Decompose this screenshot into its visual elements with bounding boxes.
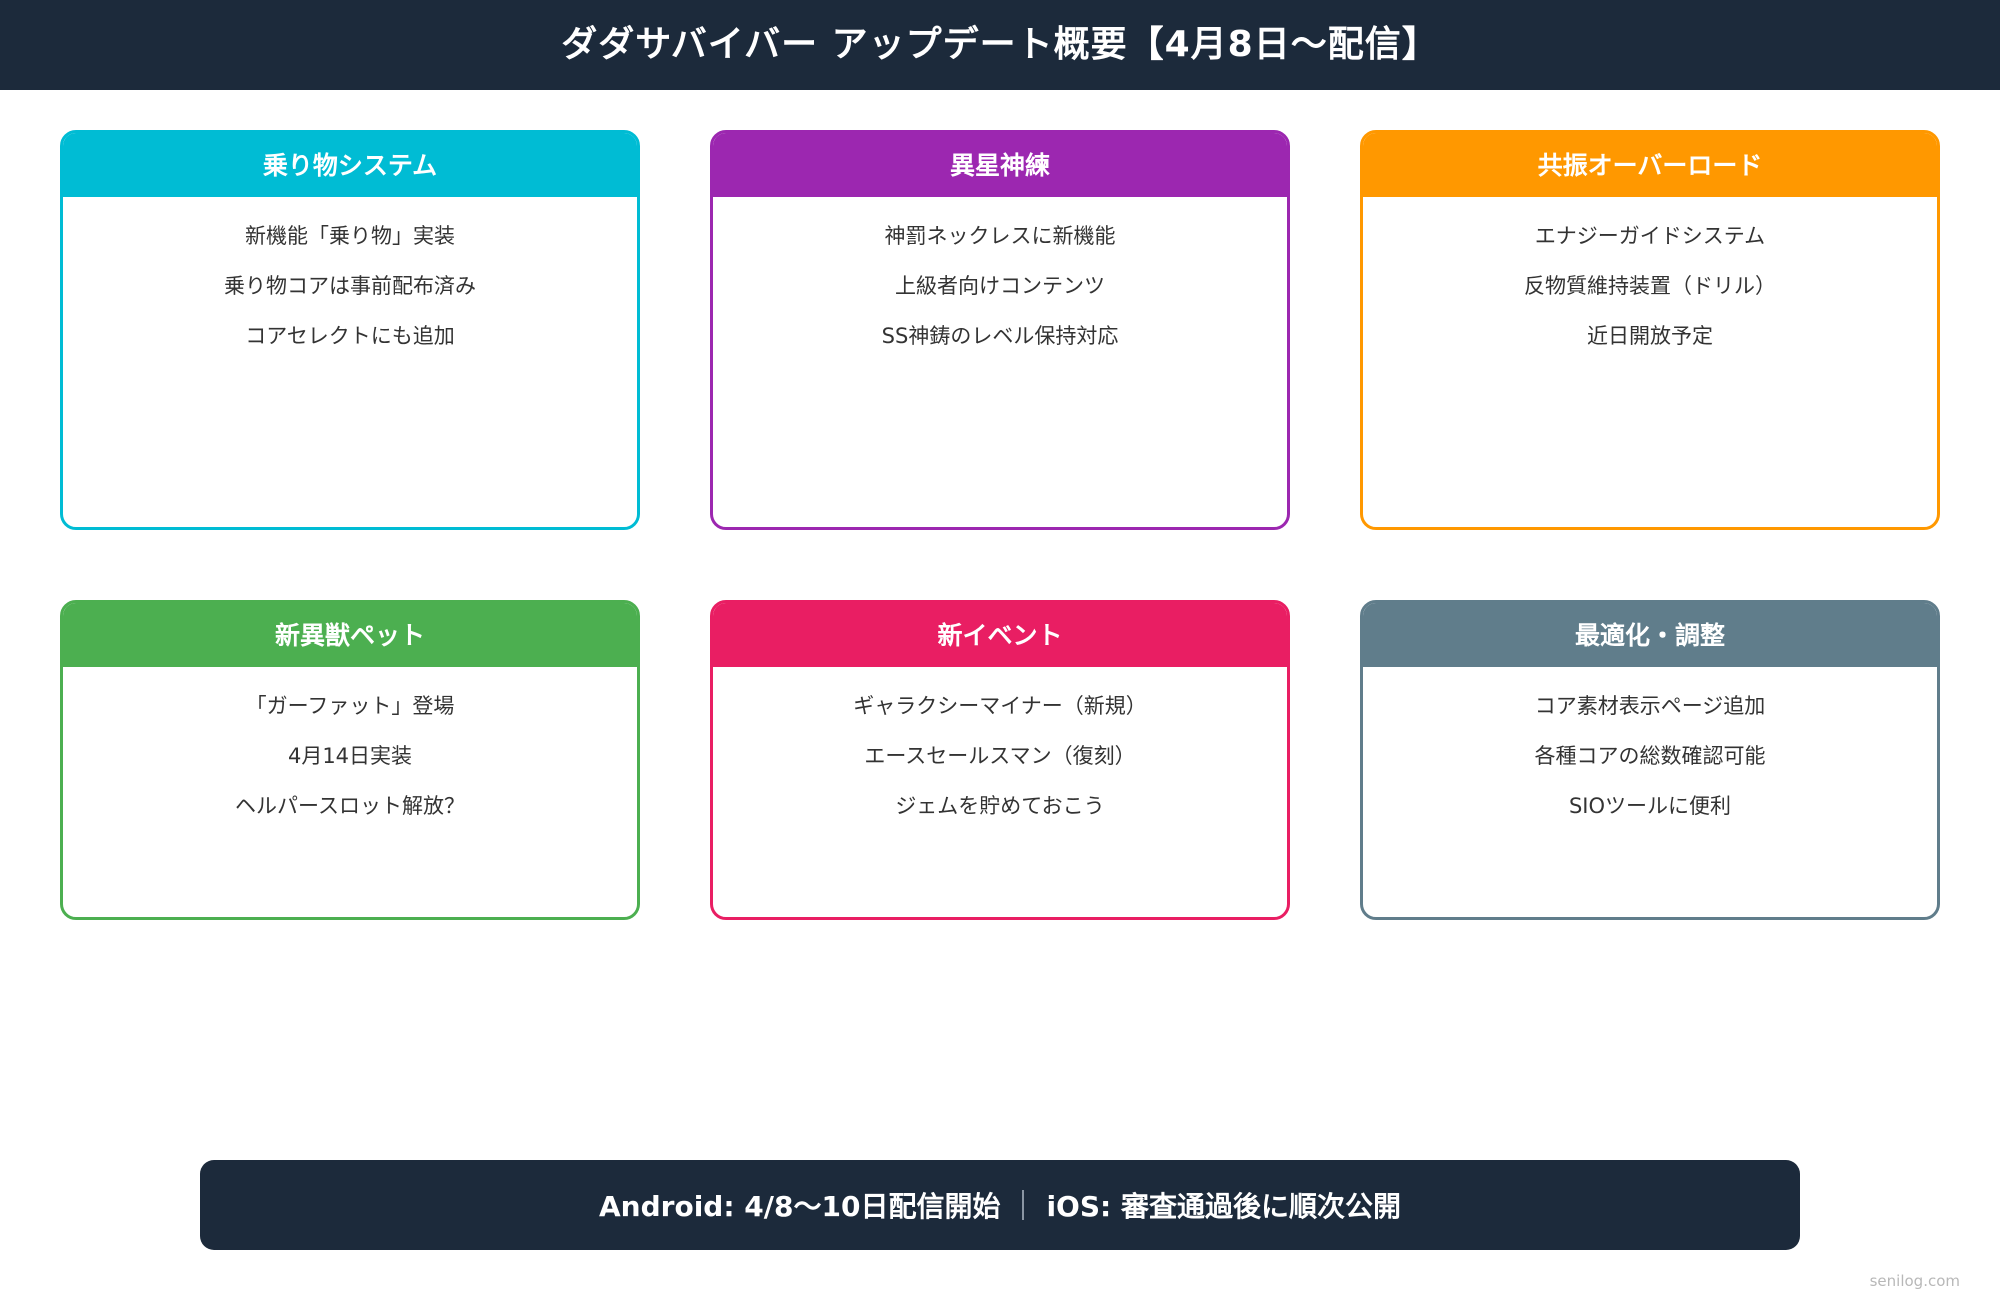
list-item: 近日開放予定 bbox=[1587, 324, 1713, 348]
card-title: 最適化・調整 bbox=[1574, 620, 1725, 650]
card-alien-training: 異星神練 神罰ネックレスに新機能 上級者向けコンテンツ SS神鋳のレベル保持対応 bbox=[710, 130, 1290, 530]
list-item: エナジーガイドシステム bbox=[1534, 224, 1766, 248]
card-header: 新イベント bbox=[713, 603, 1287, 667]
list-item: SS神鋳のレベル保持対応 bbox=[881, 324, 1119, 348]
list-item: ヘルパースロット解放？ bbox=[235, 794, 465, 818]
card-vehicle-system: 乗り物システム 新機能「乗り物」実装 乗り物コアは事前配布済み コアセレクトにも… bbox=[60, 130, 640, 530]
list-item: SIOツールに便利 bbox=[1568, 794, 1732, 818]
divider bbox=[1022, 1190, 1025, 1220]
ios-release-text: iOS: 審査通過後に順次公開 bbox=[1046, 1190, 1401, 1223]
card-title: 新イベント bbox=[937, 620, 1063, 650]
card-header: 乗り物システム bbox=[63, 133, 637, 197]
list-item: エースセールスマン（復刻） bbox=[864, 744, 1136, 768]
card-body: 神罰ネックレスに新機能 上級者向けコンテンツ SS神鋳のレベル保持対応 bbox=[713, 197, 1287, 371]
list-item: 各種コアの総数確認可能 bbox=[1534, 744, 1766, 768]
list-item: 新機能「乗り物」実装 bbox=[245, 224, 455, 248]
page-title: ダダサバイバー アップデート概要【4月8日〜配信】 bbox=[561, 24, 1439, 65]
list-item: 上級者向けコンテンツ bbox=[895, 274, 1105, 298]
card-header: 異星神練 bbox=[713, 133, 1287, 197]
android-release-text: Android: 4/8〜10日配信開始 bbox=[599, 1190, 1001, 1223]
card-title: 共振オーバーロード bbox=[1537, 150, 1763, 180]
list-item: 「ガーファット」登場 bbox=[245, 694, 455, 718]
card-header: 新異獣ペット bbox=[63, 603, 637, 667]
card-body: エナジーガイドシステム 反物質維持装置（ドリル） 近日開放予定 bbox=[1363, 197, 1937, 371]
watermark: senilog.com bbox=[1869, 1272, 1960, 1290]
card-header: 共振オーバーロード bbox=[1363, 133, 1937, 197]
list-item: 反物質維持装置（ドリル） bbox=[1524, 274, 1776, 298]
card-header: 最適化・調整 bbox=[1363, 603, 1937, 667]
list-item: ギャラクシーマイナー（新規） bbox=[853, 694, 1147, 718]
card-resonance-overload: 共振オーバーロード エナジーガイドシステム 反物質維持装置（ドリル） 近日開放予… bbox=[1360, 130, 1940, 530]
card-title: 新異獣ペット bbox=[274, 620, 425, 650]
card-body: コア素材表示ページ追加 各種コアの総数確認可能 SIOツールに便利 bbox=[1363, 667, 1937, 841]
card-title: 乗り物システム bbox=[262, 150, 438, 180]
list-item: ジェムを貯めておこう bbox=[895, 794, 1105, 818]
list-item: 4月14日実装 bbox=[287, 744, 413, 768]
list-item: 神罰ネックレスに新機能 bbox=[884, 224, 1116, 248]
list-item: コア素材表示ページ追加 bbox=[1534, 694, 1766, 718]
card-new-event: 新イベント ギャラクシーマイナー（新規） エースセールスマン（復刻） ジェムを貯… bbox=[710, 600, 1290, 920]
card-optimization: 最適化・調整 コア素材表示ページ追加 各種コアの総数確認可能 SIOツールに便利 bbox=[1360, 600, 1940, 920]
release-schedule-banner: Android: 4/8〜10日配信開始 iOS: 審査通過後に順次公開 bbox=[200, 1160, 1800, 1250]
list-item: 乗り物コアは事前配布済み bbox=[224, 274, 476, 298]
card-title: 異星神練 bbox=[949, 150, 1050, 180]
card-body: 新機能「乗り物」実装 乗り物コアは事前配布済み コアセレクトにも追加 bbox=[63, 197, 637, 371]
card-body: ギャラクシーマイナー（新規） エースセールスマン（復刻） ジェムを貯めておこう bbox=[713, 667, 1287, 841]
list-item: コアセレクトにも追加 bbox=[245, 324, 455, 348]
card-body: 「ガーファット」登場 4月14日実装 ヘルパースロット解放？ bbox=[63, 667, 637, 841]
page-header: ダダサバイバー アップデート概要【4月8日〜配信】 bbox=[0, 0, 2000, 90]
card-new-pet: 新異獣ペット 「ガーファット」登場 4月14日実装 ヘルパースロット解放？ bbox=[60, 600, 640, 920]
